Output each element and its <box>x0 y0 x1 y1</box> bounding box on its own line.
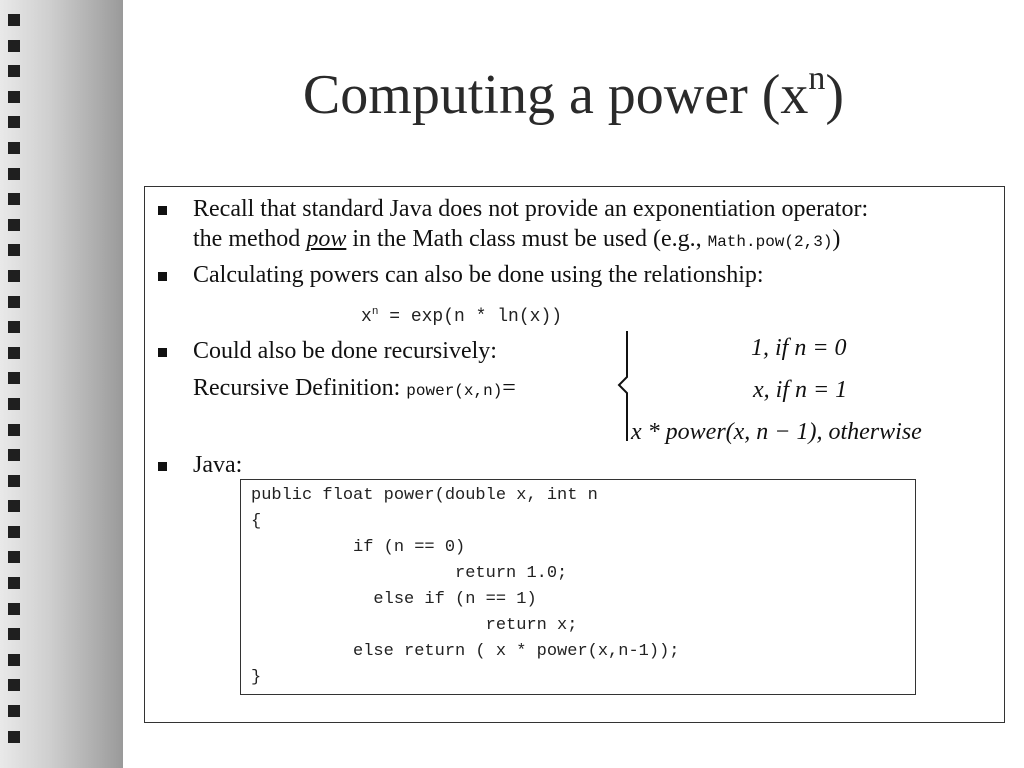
sidebar-square <box>8 65 20 78</box>
sidebar-square <box>8 602 20 615</box>
formula-x: x <box>361 307 372 327</box>
math-pow-example: Math.pow(2,3) <box>707 233 833 251</box>
sidebar-square <box>8 474 20 487</box>
content-frame: Recall that standard Java does not provi… <box>144 186 1005 723</box>
bullet-3-text: Could also be done recursively: <box>193 338 497 364</box>
sidebar-square <box>8 397 20 410</box>
formula-superscript: n <box>371 306 379 318</box>
title-close-paren: ) <box>825 64 845 126</box>
bullet-1-text-end: ) <box>832 226 841 252</box>
bullet-1-line-1: Recall that standard Java does not provi… <box>193 196 869 222</box>
sidebar-square <box>8 244 20 257</box>
sidebar-square <box>8 321 20 334</box>
piecewise-brace-icon <box>617 331 628 441</box>
title-text: Computing a power (x <box>302 64 809 126</box>
recdef-equals: = <box>502 375 516 401</box>
slide-title: Computing a power (xn) <box>123 60 1024 127</box>
java-code-box: public float power(double x, int n { if … <box>240 479 916 695</box>
sidebar-square <box>8 525 20 538</box>
sidebar-square <box>8 218 20 231</box>
recdef-label: Recursive Definition: <box>193 375 407 401</box>
bullet-square-icon <box>158 272 167 281</box>
bullet-1-text-b: in the Math class must be used (e.g., <box>346 226 708 252</box>
code-line: else if (n == 1) <box>251 590 537 609</box>
sidebar-square <box>8 167 20 180</box>
code-line: { <box>251 512 262 531</box>
sidebar-square <box>8 679 20 692</box>
title-superscript: n <box>808 60 826 97</box>
sidebar-square-column <box>8 14 28 756</box>
formula-rest: = exp(n * ln(x)) <box>378 307 563 327</box>
sidebar-square <box>8 141 20 154</box>
code-line: } <box>251 668 262 687</box>
sidebar-square <box>8 14 20 26</box>
sidebar-square <box>8 449 20 462</box>
sidebar-square <box>8 372 20 385</box>
sidebar-square <box>8 39 20 52</box>
code-line: return x; <box>251 616 578 635</box>
sidebar-square <box>8 423 20 436</box>
sidebar-square <box>8 269 20 282</box>
case-3: x * power(x, n − 1), otherwise <box>631 419 922 445</box>
sidebar-square <box>8 346 20 359</box>
code-line: if (n == 0) <box>251 538 466 557</box>
case-1: 1, if n = 0 <box>751 335 847 361</box>
sidebar-square <box>8 193 20 206</box>
sidebar-square <box>8 577 20 590</box>
sidebar-square <box>8 628 20 641</box>
sidebar-square <box>8 500 20 513</box>
sidebar-square <box>8 116 20 129</box>
bullet-square-icon <box>158 462 167 471</box>
bullet-4-text: Java: <box>193 452 243 478</box>
code-line: public float power(double x, int n <box>251 486 598 505</box>
sidebar-square <box>8 551 20 564</box>
pow-method-name: pow <box>306 226 347 252</box>
bullet-square-icon <box>158 206 167 215</box>
code-line: else return ( x * power(x,n-1)); <box>251 642 680 661</box>
bullet-square-icon <box>158 348 167 357</box>
case-2: x, if n = 1 <box>753 377 848 403</box>
recdef-code: power(x,n) <box>406 382 503 400</box>
decorative-sidebar <box>0 0 123 768</box>
sidebar-square <box>8 705 20 718</box>
sidebar-square <box>8 90 20 103</box>
sidebar-square <box>8 730 20 743</box>
bullet-2-text: Calculating powers can also be done usin… <box>193 262 764 288</box>
code-line: return 1.0; <box>251 564 568 583</box>
sidebar-square <box>8 653 20 666</box>
sidebar-square <box>8 295 20 308</box>
bullet-1-line-2: the method pow in the Math class must be… <box>193 225 840 257</box>
bullet-1-text-a: the method <box>193 226 307 252</box>
recursive-definition-line: Recursive Definition: power(x,n)= <box>193 374 516 406</box>
exp-formula: xn = exp(n * ln(x)) <box>361 306 562 327</box>
